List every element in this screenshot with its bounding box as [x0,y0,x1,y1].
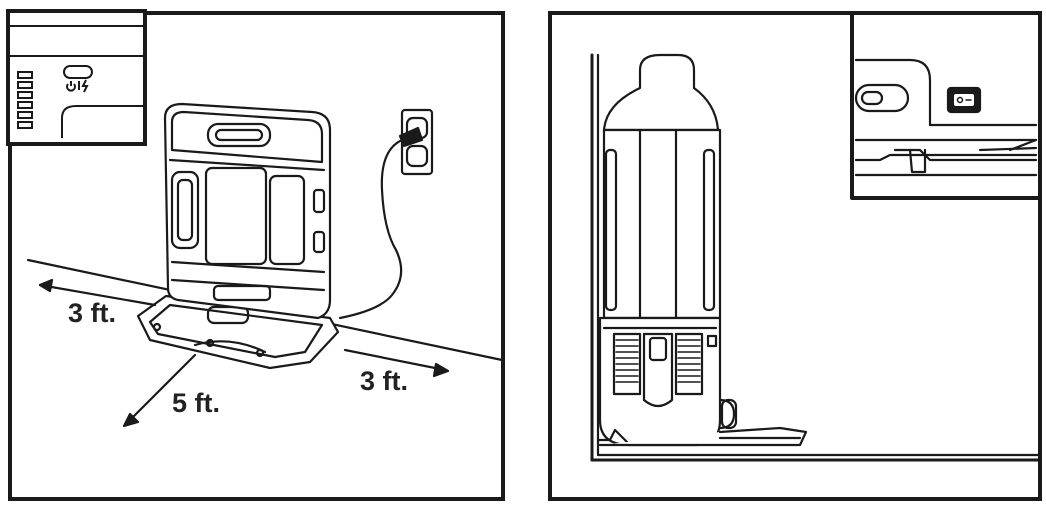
lightning-icon [81,79,89,93]
power-cord [338,138,404,320]
wall-outlet [398,108,434,176]
dock-body [163,102,332,320]
dimension-arrows [38,278,450,428]
wall-corner [590,53,1042,462]
power-icon [66,81,76,92]
dock-wall-placement-panel [548,11,1042,501]
power-switch-inset [850,11,1042,200]
power-indicator-inset [6,9,147,146]
dock-side-view [596,53,808,447]
right-clearance-label: 3 ft. [360,366,408,396]
left-clearance-label: 3 ft. [68,298,116,328]
power-switch-icon [946,86,982,114]
front-clearance-label: 5 ft. [172,388,220,418]
